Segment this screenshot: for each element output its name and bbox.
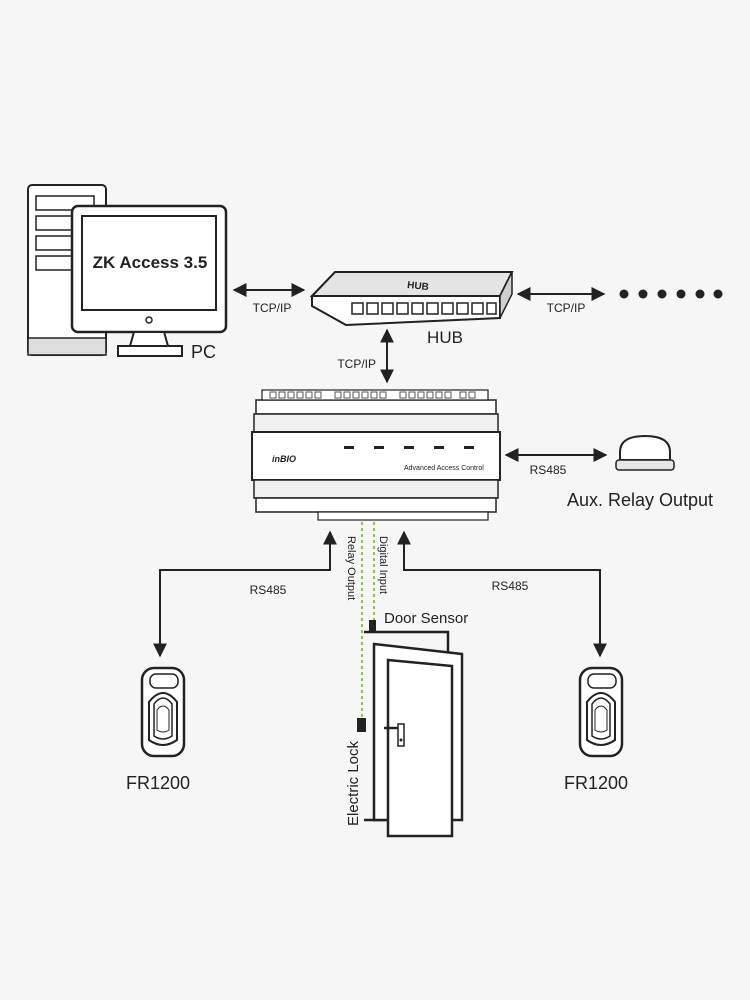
controller-model-text: Advanced Access Control	[404, 465, 484, 472]
right-reader-label: FR1200	[564, 773, 628, 793]
door-sensor-label: Door Sensor	[384, 610, 468, 627]
pc-hub-protocol: TCP/IP	[253, 301, 292, 315]
controller-aux-protocol: RS485	[530, 463, 567, 477]
hub-case-text: HUB	[407, 280, 430, 293]
fingerprint-reader-icon	[140, 666, 186, 758]
relay-output-label: Relay Output	[345, 536, 357, 600]
hub-controller-protocol: TCP/IP	[337, 357, 376, 371]
network-hub-icon	[309, 271, 514, 327]
right-reader-link	[397, 530, 607, 658]
digital-input-label: Digital Input	[377, 536, 389, 594]
controller-logo-text: inBIO	[272, 454, 296, 464]
more-devices-ellipsis	[619, 289, 723, 299]
hub-expansion-protocol: TCP/IP	[547, 301, 586, 315]
fingerprint-reader-icon	[578, 666, 624, 758]
right-reader-protocol: RS485	[492, 579, 529, 593]
aux-relay-label: Aux. Relay Output	[567, 490, 713, 510]
left-reader-link	[153, 530, 337, 658]
electric-lock-icon	[357, 718, 366, 732]
pc-screen-text: ZK Access 3.5	[93, 253, 208, 272]
monitor-icon	[70, 204, 228, 357]
pc-label: PC	[191, 342, 216, 362]
access-controller-icon	[251, 389, 501, 521]
relay-unit-icon	[615, 434, 675, 471]
left-reader-label: FR1200	[126, 773, 190, 793]
hub-label: HUB	[427, 328, 463, 347]
door-icon	[364, 630, 464, 838]
electric-lock-label: Electric Lock	[345, 740, 362, 826]
left-reader-protocol: RS485	[250, 583, 287, 597]
door-sensor-icon	[369, 620, 376, 632]
